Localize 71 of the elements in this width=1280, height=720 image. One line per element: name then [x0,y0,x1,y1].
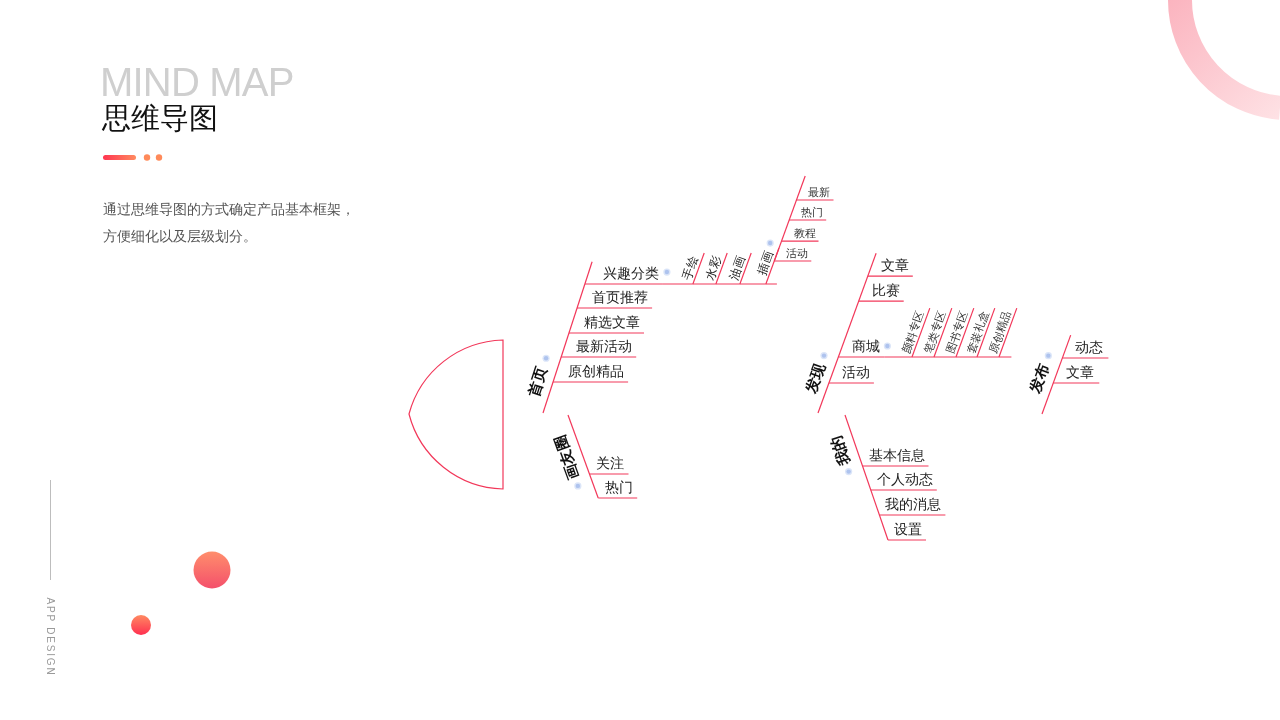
branch-line [765,247,780,285]
branch-title: 首页 [526,365,551,399]
subtopic-label: 水彩 [703,254,723,282]
topic-label: 兴趣分类 [602,266,659,281]
branch-line [552,381,629,383]
branch-line [773,260,812,262]
branch-line [933,307,953,358]
topic-label: 文章 [880,258,909,273]
topic-label: 我的消息 [885,497,942,512]
topic-label: 活动 [841,365,870,379]
branch-line [861,465,930,467]
branch-line [584,283,664,285]
topic-label: 最新活动 [576,338,633,353]
branch-spine [883,356,1012,358]
branch-title: 我的 [829,433,854,467]
branch-line [715,252,728,285]
branch-line [568,332,645,334]
branch-line [780,240,820,242]
subtopic-label: 热门 [801,206,824,218]
branch-line [588,473,630,475]
branch-line [955,307,975,358]
vertical-caption: APP DESIGN [45,597,55,677]
branch-line [692,252,705,285]
branch-line [878,514,946,516]
branch-spine [662,283,778,285]
branch-title: 画友圈 [552,433,583,481]
subtopic-label: 油画 [727,254,747,282]
branch-line [1052,382,1100,384]
branch-line [870,489,938,491]
topic-label: 设置 [894,522,923,536]
branch-line [998,307,1018,358]
branch-line [788,219,827,221]
topic-label: 基本信息 [868,447,925,462]
topic-label: 动态 [1075,340,1104,354]
subtopic-label: 插画 [755,250,775,277]
topic-label: 首页推荐 [592,290,649,304]
branch-spine [542,261,593,414]
branch-line [795,199,835,201]
subtopic-label: 活动 [786,247,809,258]
subtopic-label: 手绘 [680,254,700,282]
branch-line [597,497,638,499]
branch-line [858,300,905,302]
branch-line [976,307,996,358]
branch-spine [817,252,877,414]
topic-label: 原创精品 [568,364,625,378]
branch-line [887,539,927,541]
title: 思维导图 [102,104,218,133]
branch-spine [844,414,889,541]
branch-line [576,307,653,309]
branch-spine [567,414,599,499]
topic-label: 精选文章 [584,315,640,329]
branch-title: 发布 [1027,361,1053,395]
topic-label: 热门 [605,479,634,494]
branch-line [560,356,637,358]
subtopic-label: 教程 [793,227,816,239]
topic-label: 文章 [1066,365,1095,379]
topic-label: 商城 [852,339,881,353]
topic-label: 比赛 [871,283,900,298]
branch-title: 发现 [803,361,828,395]
branch-line [911,307,931,358]
description-text: 通过思维导图的方式确定产品基本框架，方便细化以及层级划分。 [103,200,356,246]
topic-label: 个人动态 [876,471,933,486]
branch-line [837,356,885,358]
semicircle-outline [408,339,504,490]
subtopic-label: 最新 [808,186,831,197]
branch-line [1061,357,1109,359]
branch-spine [1041,334,1072,415]
topic-label: 关注 [596,456,625,470]
branch-line [739,252,752,285]
branch-line [867,275,914,277]
branch-line [828,382,875,384]
